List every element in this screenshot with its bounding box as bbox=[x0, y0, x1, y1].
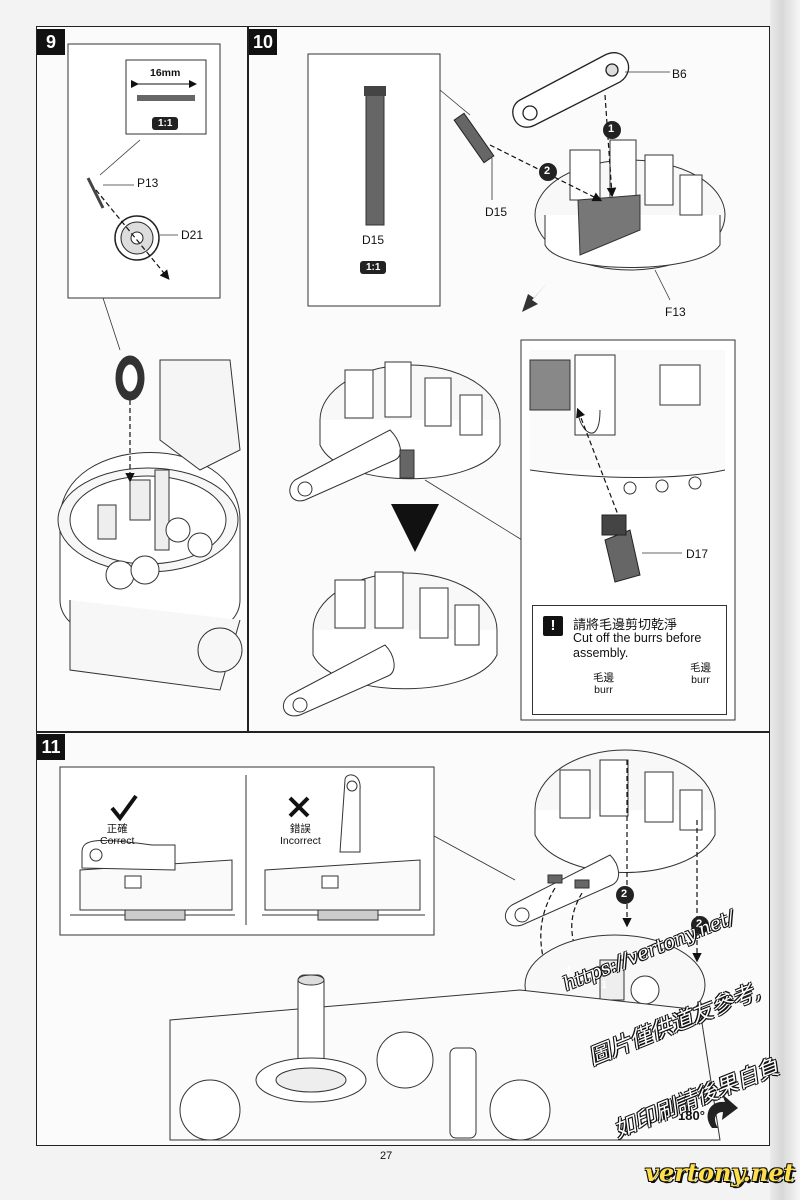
step-9-number: 9 bbox=[37, 29, 65, 55]
step11-lower-hull bbox=[169, 934, 721, 1141]
incorrect-view bbox=[262, 774, 425, 921]
d15-shaft bbox=[453, 112, 495, 164]
step11-upper-base bbox=[504, 749, 716, 927]
correct-label: 正確 Correct bbox=[100, 823, 134, 847]
incorrect-label: 錯誤 Incorrect bbox=[280, 823, 321, 847]
rotate-icon bbox=[707, 1094, 738, 1128]
d15-shaft-silhouette bbox=[365, 89, 385, 226]
step9-scale-badge: 1:1 bbox=[152, 117, 179, 130]
part-label-d15: D15 bbox=[485, 205, 508, 219]
correct-en: Correct bbox=[100, 835, 135, 847]
burr-label-right: 毛邊 burr bbox=[690, 662, 711, 686]
dimension-label: 16mm bbox=[150, 67, 181, 79]
step10-mid-assembly bbox=[289, 361, 501, 502]
flow-arrow bbox=[522, 282, 548, 312]
detail-closeup bbox=[529, 350, 726, 495]
step10-scale-badge: 1:1 bbox=[360, 261, 387, 274]
rotation-label: 180° bbox=[678, 1108, 705, 1123]
warning-icon: ! bbox=[543, 616, 563, 636]
step10-base bbox=[534, 139, 726, 271]
step-11-number: 11 bbox=[37, 734, 65, 760]
next-sheet-edge bbox=[770, 0, 800, 1200]
watermark-site: vertony.net bbox=[645, 1158, 795, 1187]
burr-right-zh: 毛邊 bbox=[690, 662, 711, 674]
d21-gear bbox=[114, 215, 160, 261]
burr-warning-box: ! 請將毛邊剪切乾淨 Cut off the burrs before asse… bbox=[532, 605, 727, 715]
burr-left-zh: 毛邊 bbox=[593, 672, 614, 684]
warning-title-zh: 請將毛邊剪切乾淨 bbox=[573, 617, 678, 632]
part-label-p13: P13 bbox=[137, 176, 159, 190]
pin-silhouette bbox=[137, 95, 195, 101]
step-divider-vertical bbox=[247, 26, 249, 732]
callout-step11-2a: 2 bbox=[621, 888, 628, 900]
burr-right-en: burr bbox=[691, 674, 710, 686]
callout-step11-2b: 2 bbox=[696, 918, 703, 930]
correct-zh: 正確 bbox=[106, 823, 128, 835]
incorrect-zh: 錯誤 bbox=[289, 823, 311, 835]
warning-text-en: Cut off the burrs before assembly. bbox=[573, 631, 702, 660]
part-label-d17: D17 bbox=[686, 547, 709, 561]
check-mark bbox=[110, 794, 138, 822]
part-label-b6: B6 bbox=[672, 67, 687, 81]
step-divider-horizontal bbox=[36, 731, 770, 733]
p13-pin bbox=[86, 177, 105, 209]
page-number: 27 bbox=[380, 1150, 393, 1162]
incorrect-en: Incorrect bbox=[280, 835, 321, 847]
part-label-d15-inset: D15 bbox=[362, 233, 385, 247]
callout-step10-1: 1 bbox=[608, 123, 615, 135]
cross-mark bbox=[288, 796, 310, 818]
b6-arm bbox=[512, 52, 630, 128]
part-label-d21: D21 bbox=[181, 228, 204, 242]
step9-hull bbox=[57, 355, 243, 691]
d17-lever bbox=[601, 514, 641, 583]
callout-step10-2: 2 bbox=[544, 165, 551, 177]
correct-view bbox=[70, 839, 235, 921]
step-10-number: 10 bbox=[249, 29, 277, 55]
burr-label-left: 毛邊 burr bbox=[593, 672, 614, 696]
callout-step11-1b: 1 bbox=[601, 979, 608, 991]
step10-bottom-assembly bbox=[282, 571, 498, 717]
part-label-f13: F13 bbox=[665, 305, 686, 319]
callout-step11-1a: 1 bbox=[566, 965, 573, 977]
burr-left-en: burr bbox=[594, 684, 613, 696]
